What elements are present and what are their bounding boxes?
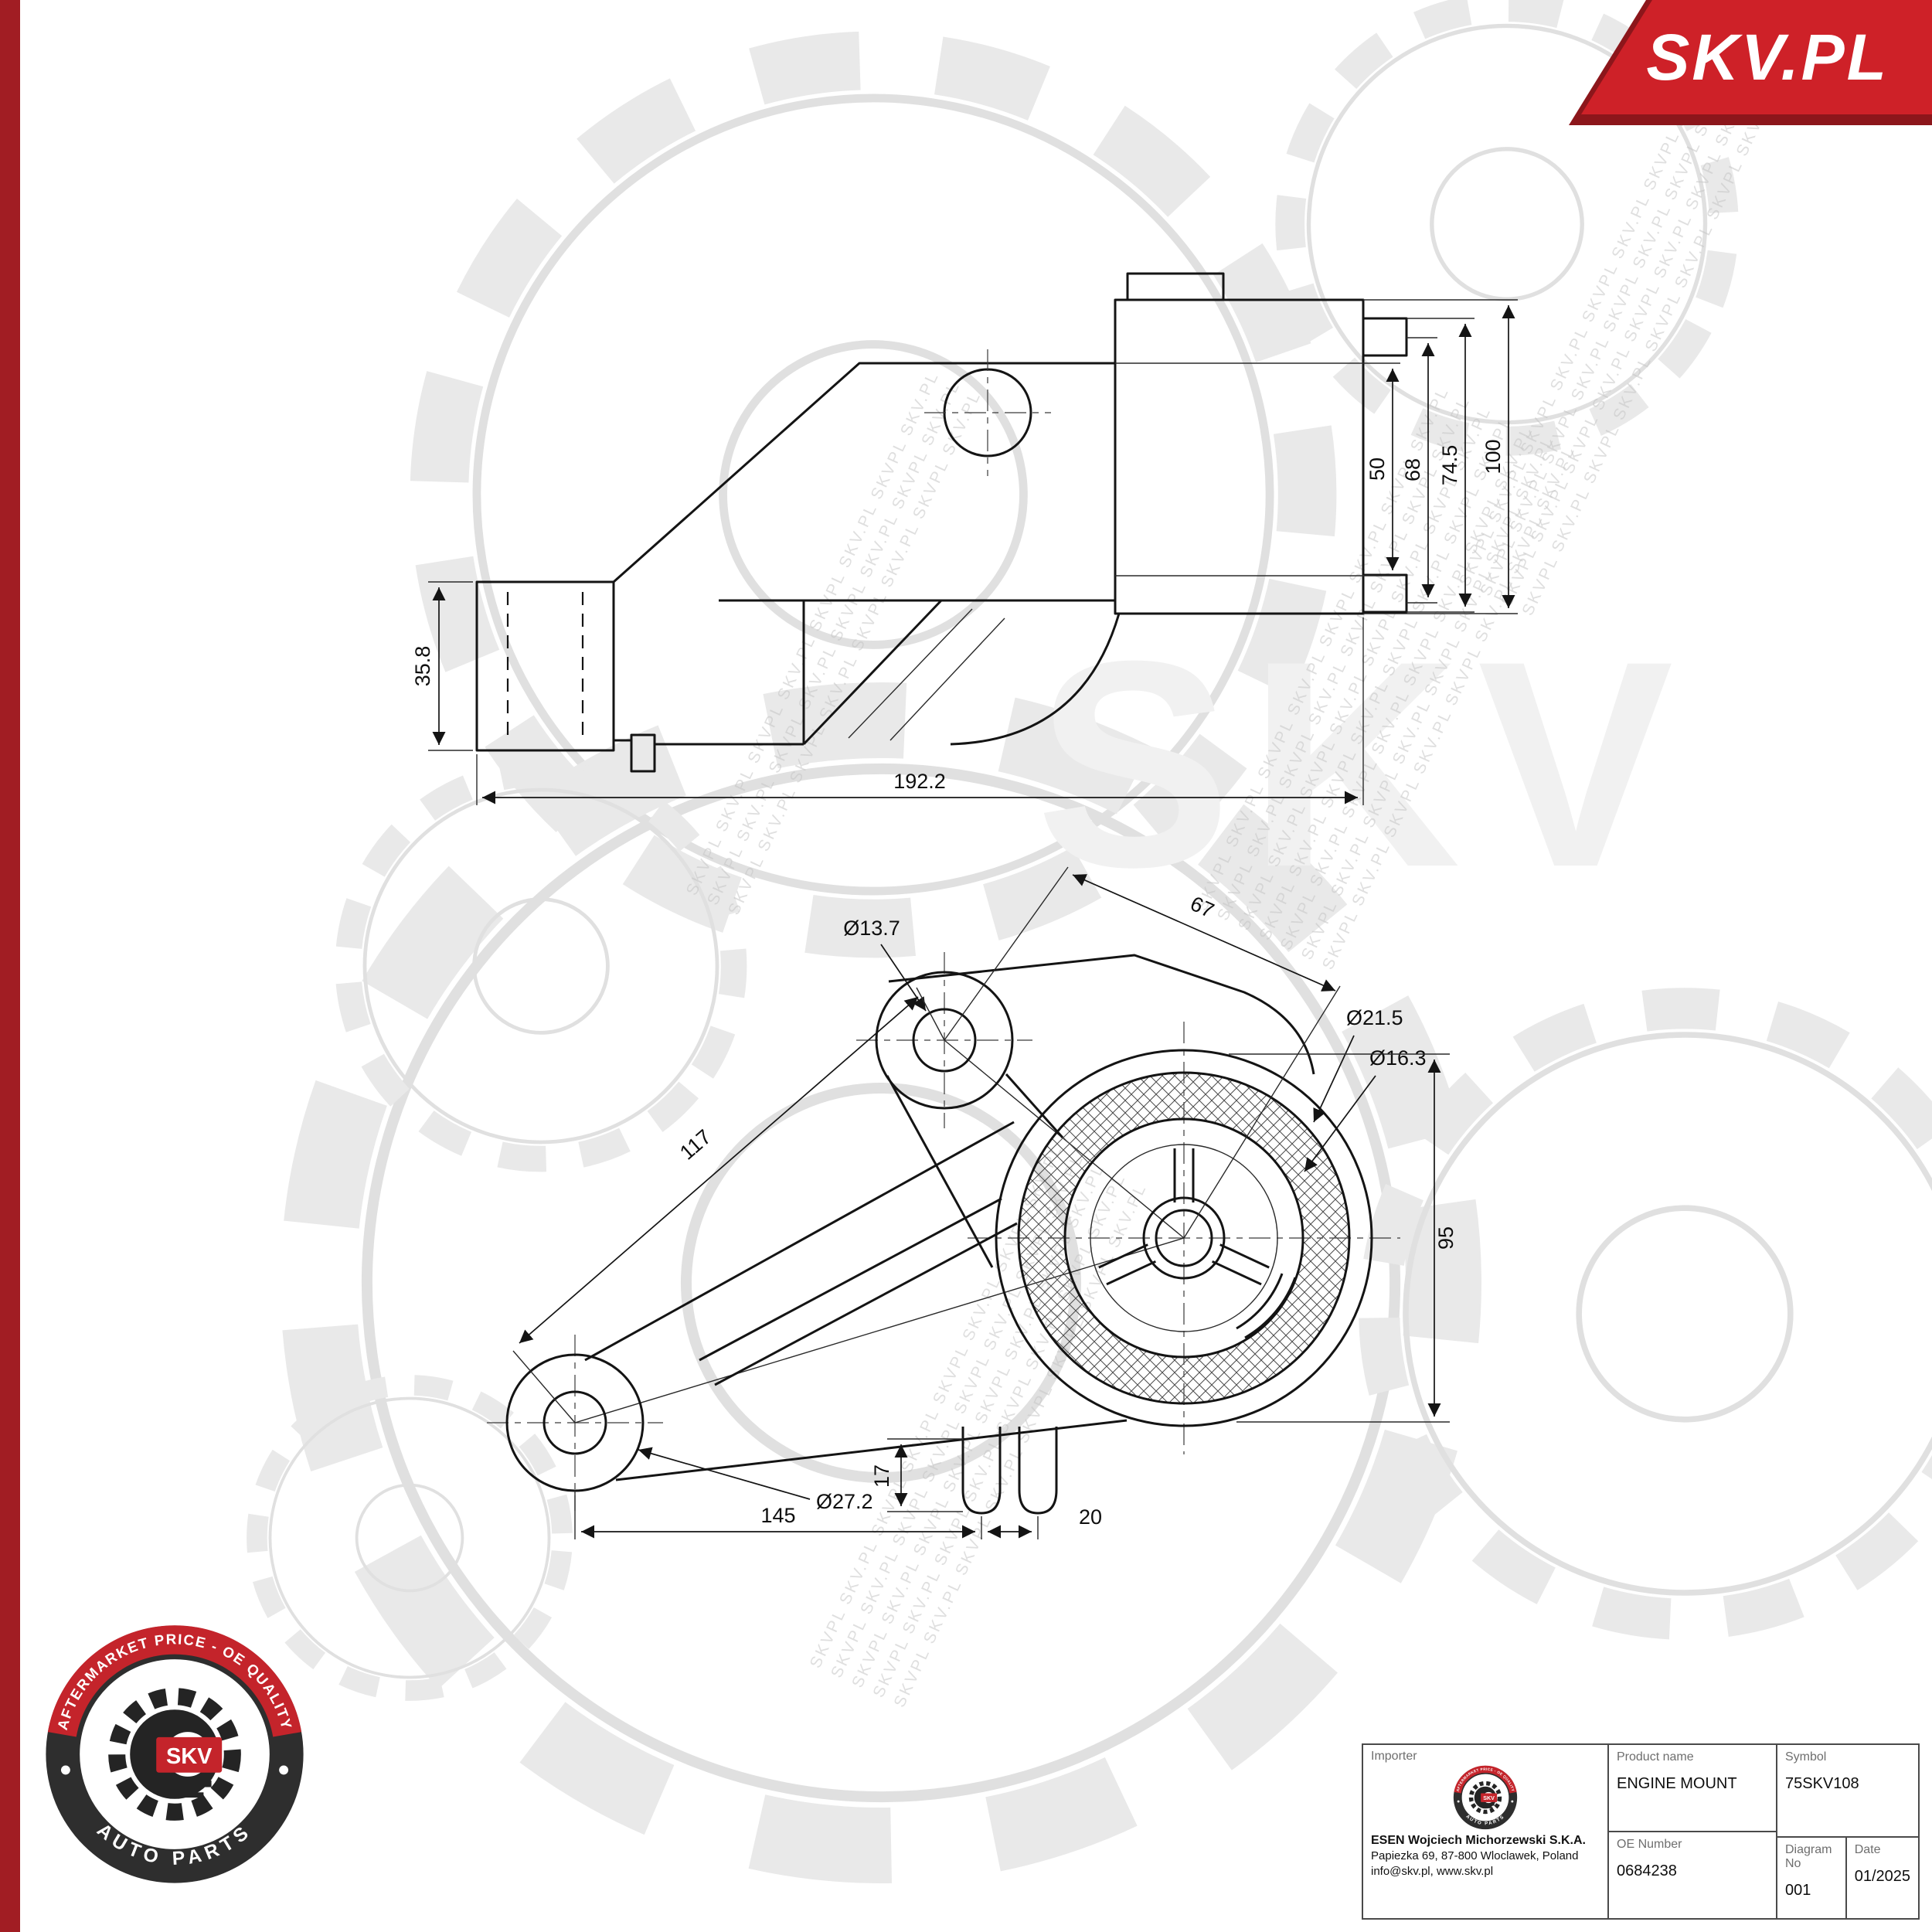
watermark-text-cluster: SKVPL SKV.PL SKVPL SKV.PL SKVPL SKV.PL S… bbox=[807, 1141, 1151, 1710]
rubber-ring-inner bbox=[1063, 1117, 1304, 1359]
dim-16-3: Ø16.3 bbox=[1304, 1046, 1427, 1172]
svg-text:117: 117 bbox=[675, 1125, 716, 1165]
dim-192-2: 192.2 bbox=[476, 617, 1364, 805]
oe-number-cell: OE Number 0684238 bbox=[1609, 1831, 1776, 1918]
diagram-no-label: Diagram No bbox=[1785, 1843, 1832, 1870]
bushing-hidden-lines bbox=[506, 592, 584, 740]
importer-label: Importer bbox=[1371, 1750, 1417, 1763]
hub-bore bbox=[1155, 1209, 1213, 1267]
bottom-stubs bbox=[961, 1427, 1058, 1515]
svg-text:100: 100 bbox=[1481, 439, 1505, 474]
importer-address: Papiezka 69, 87-800 Wloclawek, Poland bbox=[1371, 1849, 1579, 1862]
svg-text:SKVPL SKV.PL SKVPL SKV.PL SKVP: SKVPL SKV.PL SKVPL SKV.PL SKVPL SKV.PL S… bbox=[683, 369, 943, 899]
bushing-body bbox=[475, 580, 615, 752]
dim-68: 68 bbox=[1401, 337, 1437, 604]
hub-spokes bbox=[1098, 1148, 1270, 1286]
dim-95: 95 bbox=[1229, 1053, 1458, 1423]
brand-banner: SKV.PL bbox=[1581, 0, 1932, 114]
svg-text:SKVPL SKV.PL SKVPL SKV.PL SKVP: SKVPL SKV.PL SKVPL SKV.PL SKVPL SKV.PL S… bbox=[1498, 79, 1757, 609]
date-value: 01/2025 bbox=[1854, 1868, 1910, 1885]
symbol-label: Symbol bbox=[1785, 1750, 1827, 1764]
bottom-lug-hole bbox=[543, 1390, 607, 1455]
block-top-tab bbox=[1126, 272, 1225, 301]
svg-text:17: 17 bbox=[870, 1464, 893, 1488]
inner-ring bbox=[1090, 1144, 1278, 1332]
svg-text:SKVPL SKV.PL SKVPL SKV.PL SKVP: SKVPL SKV.PL SKVPL SKV.PL SKVPL SKV.PL S… bbox=[725, 388, 985, 918]
importer-contact: info@skv.pl, www.skv.pl bbox=[1371, 1864, 1494, 1878]
oe-number-label: OE Number bbox=[1617, 1838, 1682, 1851]
svg-text:35.8: 35.8 bbox=[411, 646, 434, 687]
symbol-cell: Symbol 75SKV108 bbox=[1777, 1745, 1918, 1836]
svg-text:50: 50 bbox=[1366, 457, 1389, 481]
date-cell: Date 01/2025 bbox=[1845, 1838, 1918, 1918]
front-view: Ø13.7 67 Ø21.5 Ø16.3 117 bbox=[487, 866, 1458, 1539]
dim-13-7: Ø13.7 bbox=[843, 917, 927, 1012]
side-hole-centerlines bbox=[924, 349, 1051, 476]
oe-number-value: 0684238 bbox=[1617, 1862, 1677, 1879]
importer-name: ESEN Wojciech Michorzewski S.K.A. bbox=[1371, 1834, 1586, 1847]
hub-outer bbox=[1142, 1196, 1226, 1280]
rubber-ring-outer bbox=[1017, 1071, 1351, 1405]
svg-text:95: 95 bbox=[1434, 1226, 1458, 1250]
dim-74-5: 74.5 bbox=[1406, 318, 1475, 613]
watermark-big-skv: SKV bbox=[1036, 600, 1690, 928]
importer-logo-badge bbox=[1453, 1765, 1518, 1830]
dim-27-2: Ø27.2 bbox=[638, 1447, 873, 1513]
svg-text:Ø16.3: Ø16.3 bbox=[1369, 1046, 1427, 1070]
brand-logo-text: SKV.PL bbox=[1646, 20, 1889, 94]
importer-cell: Importer ESEN Wojciech Michorzewski S.K.… bbox=[1363, 1745, 1609, 1918]
dim-17: 17 bbox=[870, 1438, 963, 1512]
underside-profile bbox=[614, 599, 1121, 773]
title-block-middle-column: Product name ENGINE MOUNT OE Number 0684… bbox=[1609, 1745, 1777, 1918]
dim-145: 145 bbox=[574, 1491, 982, 1539]
dim-117: 117 bbox=[512, 987, 945, 1423]
product-name-cell: Product name ENGINE MOUNT bbox=[1609, 1745, 1776, 1831]
top-bracket-edge bbox=[888, 954, 1315, 1075]
svg-text:Ø21.5: Ø21.5 bbox=[1346, 1006, 1403, 1029]
dim-20: 20 bbox=[988, 1505, 1102, 1539]
svg-text:74.5: 74.5 bbox=[1438, 445, 1461, 486]
svg-text:Ø13.7: Ø13.7 bbox=[843, 917, 900, 940]
svg-text:Ø27.2: Ø27.2 bbox=[816, 1490, 873, 1513]
svg-text:SKVPL SKV.PL SKVPL SKV.PL SKVP: SKVPL SKV.PL SKVPL SKV.PL SKVPL SKV.PL S… bbox=[704, 378, 964, 908]
block-inner-lines bbox=[1115, 362, 1363, 577]
mount-housing bbox=[995, 1049, 1373, 1427]
diagram-no-cell: Diagram No 001 bbox=[1777, 1838, 1845, 1918]
title-block-right-column: Symbol 75SKV108 Diagram No 001 Date 01/2… bbox=[1777, 1745, 1918, 1918]
svg-text:145: 145 bbox=[760, 1504, 795, 1527]
svg-text:20: 20 bbox=[1079, 1505, 1102, 1529]
title-block: Importer ESEN Wojciech Michorzewski S.K.… bbox=[1362, 1743, 1920, 1920]
dim-50: 50 bbox=[1363, 362, 1400, 577]
skv-auto-parts-badge bbox=[43, 1623, 306, 1886]
symbol-value: 75SKV108 bbox=[1785, 1775, 1859, 1792]
date-label: Date bbox=[1854, 1843, 1881, 1856]
hub-arc-slot bbox=[1236, 1273, 1297, 1339]
left-red-stripe bbox=[0, 0, 20, 1932]
product-name-label: Product name bbox=[1617, 1750, 1694, 1764]
side-view: 35.8 192.2 50 68 74.5 bbox=[411, 272, 1518, 805]
svg-text:192.2: 192.2 bbox=[893, 770, 946, 793]
svg-text:68: 68 bbox=[1401, 458, 1424, 481]
dim-21-5: Ø21.5 bbox=[1313, 1006, 1403, 1123]
block-right-tab-lower bbox=[1362, 573, 1408, 614]
upper-arm-profile bbox=[613, 362, 1115, 583]
diagram-date-row: Diagram No 001 Date 01/2025 bbox=[1777, 1836, 1918, 1918]
rib-lines bbox=[848, 608, 1005, 741]
block-right-tab-upper bbox=[1362, 317, 1408, 357]
dim-100: 100 bbox=[1363, 299, 1518, 614]
mount-block bbox=[1114, 298, 1365, 615]
dim-35-8: 35.8 bbox=[411, 581, 473, 751]
product-name-value: ENGINE MOUNT bbox=[1617, 1775, 1737, 1792]
watermark-text-cluster: SKVPL SKV.PL SKVPL SKV.PL SKVPL SKV.PL S… bbox=[1456, 60, 1779, 619]
diagram-no-value: 001 bbox=[1785, 1882, 1811, 1899]
